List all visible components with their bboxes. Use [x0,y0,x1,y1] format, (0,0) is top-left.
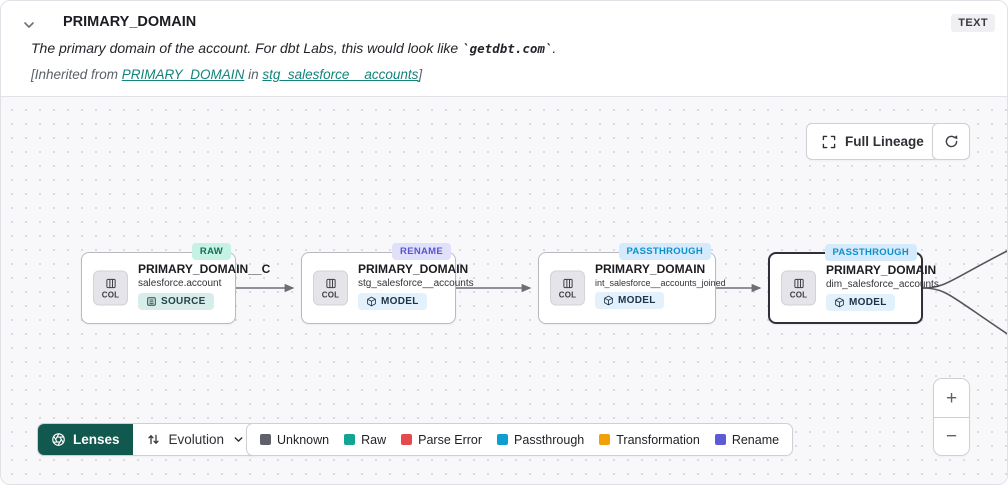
column-chip: COL [93,270,128,306]
resource-type-badge: MODEL [358,293,427,310]
lenses-label: Lenses [73,432,120,447]
page-title: PRIMARY_DOMAIN [63,14,197,30]
description-text: The primary domain of the account. For d… [31,40,463,56]
lineage-node-stg-model[interactable]: RENAME COL PRIMARY_DOMAIN stg_salesforce… [301,243,474,324]
inherited-middle: in [244,67,263,82]
lineage-node-int-model[interactable]: PASSTHROUGH COL PRIMARY_DOMAIN int_sales… [538,243,726,324]
col-chip-label: COL [558,290,577,299]
inherited-prefix: [Inherited from [31,67,122,82]
description-code: `getdbt.com` [462,41,553,56]
legend-label: Rename [731,432,780,447]
legend-item-unknown: Unknown [260,433,329,447]
node-subtitle: int_salesforce__accounts_joined [595,278,726,288]
legend-swatch [497,434,509,445]
lineage-node-dim-model[interactable]: PASSTHROUGH COL PRIMARY_DOMAIN dim_sales… [768,244,939,324]
node-title: PRIMARY_DOMAIN [595,262,706,276]
resource-type-badge: MODEL [826,294,895,311]
zoom-in-button[interactable]: + [934,379,969,417]
col-chip-label: COL [321,290,340,299]
legend-label: Passthrough [514,432,585,447]
zoom-controls: + − [933,378,970,456]
legend-item-parse-error: Parse Error [401,433,482,447]
col-chip-label: COL [101,290,120,299]
transform-status-badge: RENAME [392,243,451,260]
legend-label: Transformation [616,432,700,447]
column-description: The primary domain of the account. For d… [31,40,556,56]
lens-legend: Unknown Raw Parse Error Passthrough Tran… [246,423,794,456]
column-icon [793,278,804,288]
full-lineage-label: Full Lineage [845,134,924,149]
legend-swatch [714,434,726,445]
source-icon [147,297,156,306]
legend-item-transformation: Transformation [599,433,700,447]
transform-status-badge: PASSTHROUGH [824,244,917,261]
node-title: PRIMARY_DOMAIN [826,263,937,277]
legend-label: Parse Error [418,432,483,447]
transform-status-badge: PASSTHROUGH [618,243,711,260]
legend-swatch [344,434,356,445]
zoom-out-button[interactable]: − [934,417,969,455]
refresh-icon [945,135,957,148]
legend-swatch [599,434,611,445]
aperture-icon [52,433,65,446]
model-cube-icon [604,295,613,306]
inherited-from-note: [Inherited from PRIMARY_DOMAIN in stg_sa… [31,67,422,82]
resource-type-badge: MODEL [595,292,664,309]
evolution-lens-dropdown[interactable]: Evolution [132,424,259,455]
column-chip: COL [550,270,585,306]
data-type-badge: TEXT [951,14,995,32]
expand-icon [822,135,836,148]
inherited-column-link[interactable]: PRIMARY_DOMAIN [121,67,245,82]
col-chip-label: COL [789,290,808,299]
chevron-down-icon [234,437,243,442]
column-icon [325,278,336,288]
column-icon [105,278,116,288]
model-cube-icon [835,297,844,308]
transform-status-badge: RAW [191,243,231,260]
full-lineage-button[interactable]: Full Lineage [806,123,939,160]
lenses-control-group: Lenses Evolution [37,423,260,456]
column-icon [562,278,573,288]
inherited-model-link[interactable]: stg_salesforce__accounts [262,67,419,82]
legend-label: Raw [361,432,387,447]
lineage-node-source[interactable]: RAW COL PRIMARY_DOMAIN__C salesforce.acc… [81,243,271,324]
resource-type-label: MODEL [618,295,656,306]
resource-type-badge: SOURCE [138,293,214,310]
node-subtitle: dim_salesforce_accounts [826,279,939,290]
description-period: . [552,40,557,56]
node-subtitle: stg_salesforce__accounts [358,278,474,289]
legend-item-rename: Rename [714,432,780,447]
legend-label: Unknown [277,432,330,447]
node-subtitle: salesforce.account [138,278,222,289]
resource-type-label: MODEL [849,297,887,308]
resource-type-label: MODEL [381,296,419,307]
lineage-edges [236,250,1007,335]
node-title: PRIMARY_DOMAIN [358,262,469,276]
resource-type-label: SOURCE [161,296,206,307]
model-cube-icon [367,296,376,307]
column-chip: COL [313,270,348,306]
node-title: PRIMARY_DOMAIN__C [138,262,271,276]
legend-swatch [260,434,271,445]
inherited-suffix: ] [418,67,423,82]
column-chip: COL [781,270,816,306]
refresh-button[interactable] [932,123,970,160]
column-header: PRIMARY_DOMAIN TEXT The primary domain o… [1,1,1007,96]
collapse-chevron-icon[interactable] [21,15,41,35]
legend-item-passthrough: Passthrough [497,433,584,447]
swap-vertical-icon [147,434,159,445]
lenses-button[interactable]: Lenses [38,424,133,455]
evolution-label: Evolution [168,432,225,447]
legend-swatch [401,434,413,445]
lineage-canvas[interactable]: Full Lineage RAW COL PRIMARY_DOMAIN__C s… [1,96,1007,484]
legend-item-raw: Raw [344,433,386,447]
